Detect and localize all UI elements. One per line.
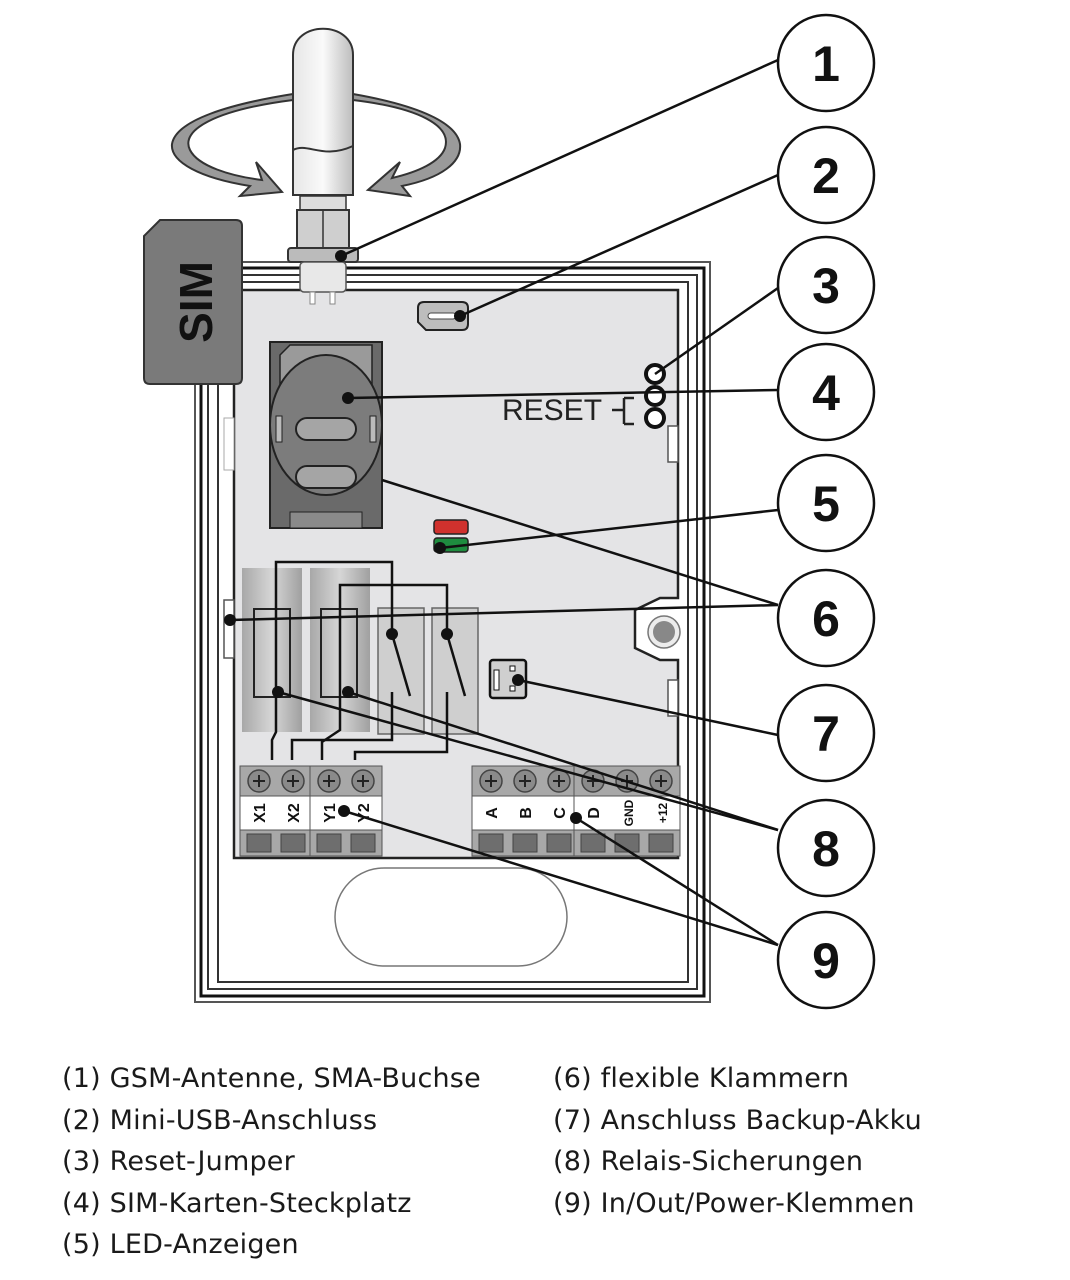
callout-circles: 1 2 3 4 5 6 7 8 9 [776, 13, 876, 1010]
terminal-block-power: D GND +12 [573, 765, 681, 857]
terminal-label: D [586, 807, 603, 819]
terminal-b: B [512, 769, 538, 853]
terminal-blocks: X1 X2 Y1 Y2 A B C D GND +12 [239, 765, 681, 857]
terminal-c: C [546, 769, 572, 853]
terminal-a: A [478, 769, 504, 853]
sim-card-slot [269, 341, 383, 529]
relay-2 [431, 607, 479, 735]
callout-number: 3 [812, 258, 840, 314]
callout-number: 5 [812, 476, 840, 532]
terminal-x2: X2 [280, 769, 306, 853]
callout-number: 8 [812, 821, 840, 877]
legend-item-2: (2) Mini-USB-Anschluss [62, 1104, 378, 1136]
terminal-label: C [552, 807, 569, 819]
legend-item-5: (5) LED-Anzeigen [62, 1229, 299, 1260]
cable-entry-cutout [334, 867, 568, 967]
flexible-clip-left [223, 599, 235, 659]
flexible-clip-right-bottom [667, 679, 679, 717]
mini-usb-port [417, 301, 469, 331]
legend-item-6: (6) flexible Klammern [553, 1063, 850, 1094]
callout-6: 6 [776, 568, 876, 668]
terminal-d: D [580, 769, 606, 853]
terminal-label: +12 [656, 802, 670, 823]
callout-number: 1 [812, 36, 840, 92]
flexible-clip-left-top [223, 417, 235, 471]
reset-label: RESET [502, 394, 602, 427]
terminal-x1: X1 [246, 769, 272, 853]
sim-card-label: SIM [170, 261, 222, 343]
callout-9: 9 [776, 910, 876, 1010]
sim-card: SIM [143, 219, 243, 385]
callout-number: 6 [812, 591, 840, 647]
callout-number: 9 [812, 933, 840, 989]
legend-item-7: (7) Anschluss Backup-Akku [553, 1104, 922, 1136]
relays [242, 560, 479, 760]
callout-1: 1 [776, 13, 876, 113]
leader-lines [229, 58, 779, 947]
terminal-gnd: GND [614, 769, 640, 853]
terminal-label: GND [622, 799, 636, 826]
led-red [433, 519, 469, 535]
terminal-label: X2 [286, 803, 303, 823]
legend-item-1: (1) GSM-Antenne, SMA-Buchse [62, 1063, 481, 1094]
terminal-y2: Y2 [350, 769, 376, 853]
callout-7: 7 [776, 683, 876, 783]
terminal-block-x: X1 X2 [239, 765, 313, 857]
callout-2: 2 [776, 125, 876, 225]
backup-battery-connector [488, 658, 528, 700]
callout-number: 7 [812, 706, 840, 762]
callout-number: 4 [812, 365, 840, 421]
relay-fuse-1 [253, 608, 291, 698]
callout-number: 2 [812, 148, 840, 204]
reset-jumper: RESET [502, 363, 666, 429]
callout-4: 4 [776, 342, 876, 442]
leader-dots [224, 250, 582, 824]
legend-right-column: (6) flexible Klammern (7) Anschluss Back… [553, 1058, 922, 1224]
legend-left-column: (1) GSM-Antenne, SMA-Buchse (2) Mini-USB… [62, 1058, 481, 1266]
terminal-block-y: Y1 Y2 [309, 765, 383, 857]
terminal-label: B [518, 807, 535, 819]
terminal-label: Y1 [322, 803, 339, 823]
rotate-arrow-left-icon [170, 92, 294, 198]
callout-5: 5 [776, 453, 876, 553]
legend-item-3: (3) Reset-Jumper [62, 1146, 295, 1177]
gsm-antenna [170, 27, 462, 305]
terminal-plus12: +12 [648, 769, 674, 853]
terminal-y1: Y1 [316, 769, 342, 853]
legend-item-4: (4) SIM-Karten-Steckplatz [62, 1187, 412, 1219]
terminal-label: X1 [252, 803, 269, 823]
rotate-arrow-right-icon [352, 92, 462, 198]
device-diagram: SIM RESET [143, 13, 876, 1010]
terminal-label: A [484, 807, 501, 819]
callout-3: 3 [776, 235, 876, 335]
flexible-clip-right-top [667, 425, 679, 463]
terminal-block-abc: A B C [471, 765, 579, 857]
legend-item-8: (8) Relais-Sicherungen [553, 1146, 864, 1177]
callout-8: 8 [776, 798, 876, 898]
legend-item-9: (9) In/Out/Power-Klemmen [553, 1187, 915, 1219]
